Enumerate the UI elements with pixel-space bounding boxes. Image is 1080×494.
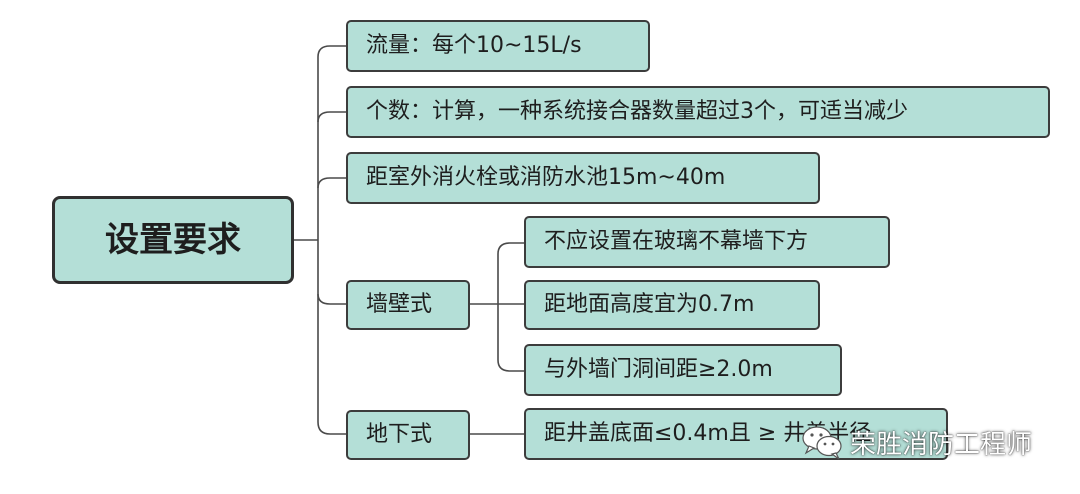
root-node-label: 设置要求: [105, 220, 241, 260]
node-wall-type[interactable]: 墙壁式: [346, 280, 470, 330]
root-node-setup-requirements[interactable]: 设置要求: [52, 196, 294, 284]
node-underground-type-label: 地下式: [366, 422, 433, 447]
node-underground-item-label: 距井盖底面≤0.4m且 ≥ 井盖半径: [544, 421, 872, 446]
node-wall-item-label: 距地面高度宜为0.7m: [544, 292, 755, 317]
node-underground-item-depth[interactable]: 距井盖底面≤0.4m且 ≥ 井盖半径: [524, 408, 948, 460]
node-count-label: 个数：计算，一种系统接合器数量超过3个，可适当减少: [366, 99, 908, 124]
node-distance[interactable]: 距室外消火栓或消防水池15m~40m: [346, 152, 820, 204]
node-wall-item-curtain-wall[interactable]: 不应设置在玻璃不幕墙下方: [524, 216, 890, 268]
node-wall-item-door-distance[interactable]: 与外墙门洞间距≥2.0m: [524, 344, 842, 396]
node-wall-item-label: 与外墙门洞间距≥2.0m: [544, 357, 773, 382]
node-underground-type[interactable]: 地下式: [346, 410, 470, 460]
wechat-icon: [802, 426, 842, 460]
node-count[interactable]: 个数：计算，一种系统接合器数量超过3个，可适当减少: [346, 86, 1050, 138]
node-wall-item-height[interactable]: 距地面高度宜为0.7m: [524, 280, 820, 330]
node-distance-label: 距室外消火栓或消防水池15m~40m: [366, 165, 726, 190]
watermark-text: 荣胜消防工程师: [850, 429, 1033, 460]
node-flow-rate-label: 流量：每个10~15L/s: [366, 33, 582, 58]
node-wall-type-label: 墙壁式: [366, 292, 433, 317]
node-flow-rate[interactable]: 流量：每个10~15L/s: [346, 20, 650, 72]
watermark: 荣胜消防工程师: [800, 420, 1032, 464]
node-wall-item-label: 不应设置在玻璃不幕墙下方: [544, 229, 809, 254]
